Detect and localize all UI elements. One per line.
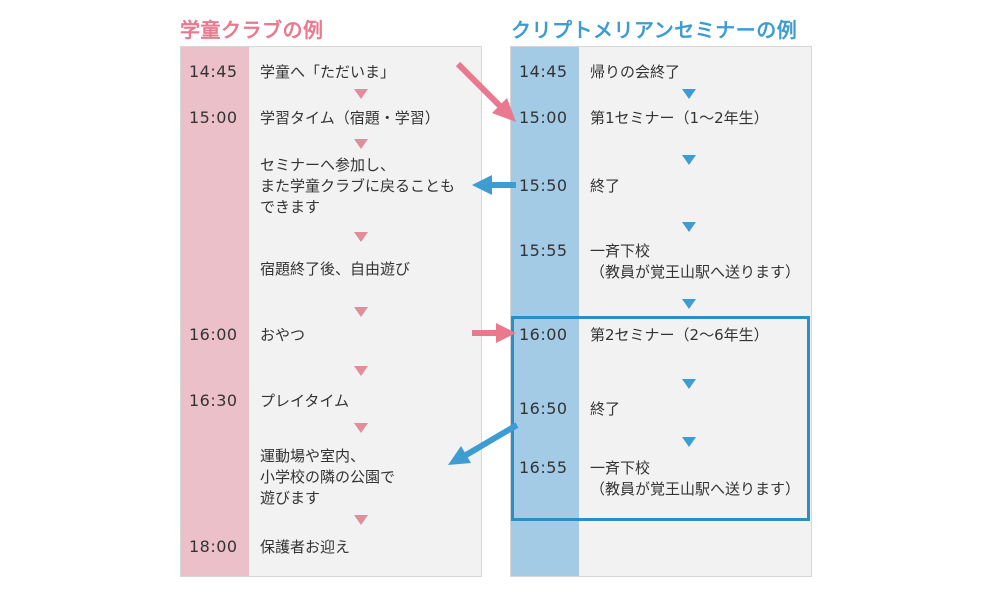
- schedule-item: 第1セミナー（1〜2年生）: [590, 109, 769, 127]
- schedule-item: プレイタイム: [260, 392, 350, 410]
- schedule-item: 保護者お迎え: [260, 538, 351, 556]
- time-label: 16:50: [519, 399, 568, 418]
- schedule-item: 宿題終了後、自由遊び: [260, 260, 411, 278]
- seminar-time-band: [511, 47, 579, 576]
- arrow-head-icon: [496, 323, 516, 343]
- gakudo-schedule-panel: 14:45 学童へ「ただいま」 15:00 学習タイム（宿題・学習） セミナーへ…: [180, 46, 482, 577]
- down-arrow-icon: [682, 379, 696, 389]
- arrow-head-icon: [472, 175, 492, 195]
- down-arrow-icon: [682, 222, 696, 232]
- arrow-head-icon: [448, 446, 471, 465]
- time-label: 18:00: [189, 537, 238, 556]
- down-arrow-icon: [682, 437, 696, 447]
- time-label: 15:00: [519, 108, 568, 127]
- gakudo-time-band: [181, 47, 249, 576]
- arrow-head-icon: [492, 98, 516, 122]
- time-label: 15:50: [519, 176, 568, 195]
- down-arrow-icon: [682, 299, 696, 309]
- schedule-item: 学習タイム（宿題・学習）: [260, 109, 440, 127]
- down-arrow-icon: [682, 89, 696, 99]
- schedule-item: 一斉下校 （教員が覚王山駅へ送ります）: [590, 242, 801, 281]
- schedule-item: セミナーへ参加し、 また学童クラブに戻ることも できます: [260, 156, 456, 216]
- down-arrow-icon: [354, 139, 368, 149]
- down-arrow-icon: [354, 307, 368, 317]
- schedule-item: おやつ: [260, 326, 306, 344]
- seminar-schedule-panel: 14:45 帰りの会終了 15:00 第1セミナー（1〜2年生） 15:50 終…: [510, 46, 812, 577]
- time-label: 16:00: [189, 325, 238, 344]
- time-label: 14:45: [189, 62, 238, 81]
- time-label: 16:00: [519, 325, 568, 344]
- schedule-item: 終了: [590, 177, 621, 195]
- second-seminar-highlight-box: [511, 316, 810, 521]
- down-arrow-icon: [354, 89, 368, 99]
- down-arrow-icon: [354, 366, 368, 376]
- down-arrow-icon: [354, 423, 368, 433]
- down-arrow-icon: [682, 155, 696, 165]
- time-label: 16:30: [189, 391, 238, 410]
- arrow-back-to-playtime: [464, 422, 519, 458]
- down-arrow-icon: [354, 515, 368, 525]
- schedule-item: 運動場や室内、 小学校の隣の公園で 遊びます: [260, 447, 396, 507]
- time-label: 15:55: [519, 241, 568, 260]
- arrow-to-first-seminar: [455, 61, 504, 110]
- schedule-item: 終了: [590, 400, 621, 418]
- schedule-item: 帰りの会終了: [590, 63, 681, 81]
- time-label: 15:00: [189, 108, 238, 127]
- time-label: 14:45: [519, 62, 568, 81]
- down-arrow-icon: [354, 232, 368, 242]
- schedule-item: 第2セミナー（2〜6年生）: [590, 326, 769, 344]
- schedule-item: 一斉下校 （教員が覚王山駅へ送ります）: [590, 459, 801, 498]
- time-label: 16:55: [519, 458, 568, 477]
- schedule-item: 学童へ「ただいま」: [260, 63, 396, 81]
- right-title: クリプトメリアンセミナーの例: [511, 18, 798, 42]
- left-title: 学童クラブの例: [180, 18, 324, 42]
